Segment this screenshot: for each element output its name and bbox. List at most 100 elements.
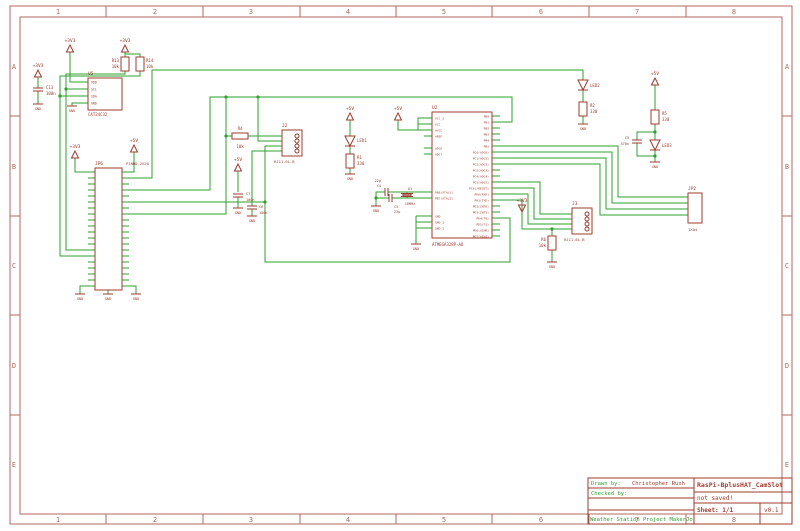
mcu-symbol[interactable]: U2 ATMEGA328P-AU VCC_2 VCC AVCC AREF ADC… <box>431 105 493 247</box>
svg-text:GND_2: GND_2 <box>435 221 444 225</box>
project-name: Weather Station Project MakerJo <box>590 517 693 523</box>
ground-symbols[interactable]: GND GND GND GND GND GND GND GND GND GND … <box>33 103 660 301</box>
part-value: RJ11-6L-B <box>274 159 295 164</box>
part-value: 100n <box>259 211 267 215</box>
svg-text:PC1(ADC1): PC1(ADC1) <box>473 157 489 161</box>
gnd-symbol: GND <box>75 293 85 301</box>
part-ref: C9 <box>625 136 629 140</box>
led1-symbol[interactable]: LED1 <box>344 135 367 148</box>
part-value: 16MHz <box>405 202 416 206</box>
svg-text:AREF: AREF <box>435 135 442 139</box>
svg-text:GND_3: GND_3 <box>435 227 444 231</box>
gnd-symbol: GND <box>547 261 557 269</box>
net-label: GND <box>413 247 419 251</box>
part-value: 22p <box>394 210 400 214</box>
resistor-r5[interactable]: R5 330 <box>650 109 670 125</box>
svg-text:PB0: PB0 <box>484 115 490 119</box>
svg-text:PB2: PB2 <box>484 127 490 131</box>
svg-text:PD6(AIN0): PD6(AIN0) <box>473 229 489 233</box>
supply-3v3: +3V3 <box>65 38 76 53</box>
supply-symbols[interactable]: +3V3 +3V3 +3V3 +3V3 +3V3 +5V +5V +5V +5V… <box>33 38 660 214</box>
part-value: 100n <box>246 198 254 202</box>
resistor-r1[interactable]: R1 330 <box>345 153 365 169</box>
resistor-r6[interactable]: R6 10k <box>539 235 557 251</box>
frame-col-label: 4 <box>346 516 350 524</box>
frame-col-label: 1 <box>56 8 60 16</box>
frame-col-label: 7 <box>635 8 639 16</box>
net-wires[interactable] <box>37 52 688 294</box>
supply-3v3: +3V3 <box>33 63 44 78</box>
svg-text:GND: GND <box>435 215 441 219</box>
frame-col-label: 4 <box>346 8 350 16</box>
part-value: CAT24C32 <box>88 112 108 117</box>
svg-text:PB7(XTAL2): PB7(XTAL2) <box>435 197 453 201</box>
part-value: 100n <box>46 91 56 96</box>
frame-row-label: C <box>785 262 789 270</box>
capacitor-c9[interactable]: C9 470n <box>621 136 642 146</box>
gnd-symbol: GND <box>247 215 257 223</box>
capacitor-c7[interactable]: C7 100n <box>233 192 254 202</box>
sheet-frame: 1 2 3 4 5 6 7 8 1 2 3 4 5 6 7 8 A B C D … <box>9 5 793 525</box>
drawn-by-label: Drawn by: <box>591 481 621 487</box>
frame-col-label: 6 <box>539 516 543 524</box>
net-label: +3V3 <box>70 144 81 150</box>
part-value: 10k <box>236 144 244 149</box>
part-ref: U2 <box>432 105 438 111</box>
gnd-symbol: GND <box>650 161 660 169</box>
frame-col-label: 8 <box>732 516 736 524</box>
part-value: 330 <box>662 117 670 122</box>
frame-col-label: 1 <box>56 516 60 524</box>
net-label: +3V3 <box>33 63 44 69</box>
capacitor-c4[interactable]: C4 22p <box>375 179 389 196</box>
frame-row-label: A <box>12 63 17 71</box>
net-label: GND <box>35 107 41 111</box>
capacitor-c5[interactable]: C5 22p <box>388 194 400 214</box>
save-status: not saved! <box>697 495 733 502</box>
frame-labels: 1 2 3 4 5 6 7 8 1 2 3 4 5 6 7 8 A B C D … <box>12 8 790 524</box>
title-block[interactable]: Drawn by: Christopher Rush Checked by: W… <box>587 477 793 525</box>
part-value: 10k <box>146 64 154 69</box>
gnd-symbol: GND <box>411 243 421 251</box>
eeprom-symbol[interactable]: U5 CAT24C32 VDD SCL SDA GND <box>87 71 123 117</box>
resistor-r13[interactable]: R13 10k <box>112 56 130 72</box>
frame-row-label: B <box>12 163 16 171</box>
rj11-jack-left[interactable]: J2 RJ11-6L-B <box>274 123 303 164</box>
supply-5v: +5V <box>233 157 242 172</box>
part-ref: R1 <box>357 155 362 160</box>
rj11-jack-right[interactable]: J3 RJ11-6L-B <box>564 201 593 242</box>
pin-label: SCL <box>91 88 97 92</box>
part-value: 470n <box>621 142 629 146</box>
svg-text:PB1: PB1 <box>484 121 490 125</box>
frame-col-label: 2 <box>153 516 157 524</box>
part-ref: R2 <box>590 103 595 108</box>
svg-text:AVCC: AVCC <box>435 129 442 133</box>
svg-text:PD4(T0): PD4(T0) <box>476 217 489 221</box>
resistor-r4[interactable]: R4 10k <box>231 126 249 149</box>
misc-pin-stubs <box>80 81 688 230</box>
frame-row-label: C <box>12 262 16 270</box>
part-value: 10k <box>112 64 120 69</box>
frame-col-label: 7 <box>635 516 639 524</box>
led3-symbol[interactable]: LED3 <box>649 139 672 152</box>
capacitor-c13[interactable]: C13 100n <box>33 85 56 96</box>
svg-text:PB3: PB3 <box>484 133 490 137</box>
gnd-symbol: GND <box>67 105 77 113</box>
crystal-symbol[interactable]: Q1 16MHz <box>401 187 415 206</box>
pin-label: SDA <box>91 95 97 99</box>
frame-col-label: 5 <box>442 8 446 16</box>
resistor-r2[interactable]: R2 330 <box>578 101 598 117</box>
part-value: RJ11-6L-B <box>564 237 585 242</box>
pin-header-jp2[interactable]: JP2 1X04 <box>687 186 703 232</box>
version-label: v0.1 <box>764 507 779 514</box>
part-ref: C4 <box>377 184 381 188</box>
part-value: 330 <box>590 109 598 114</box>
pi-gpio-header-symbol[interactable]: JP6 PINHD-2X20 <box>94 161 150 291</box>
part-value: 22p <box>375 179 381 183</box>
led2-symbol[interactable]: LED2 <box>577 79 600 92</box>
part-value: ATMEGA328P-AU <box>432 242 464 247</box>
resistor-r14[interactable]: R14 10k <box>135 56 154 72</box>
capacitor-c6[interactable]: C6 100n <box>247 205 267 215</box>
junction-dots <box>58 87 657 231</box>
